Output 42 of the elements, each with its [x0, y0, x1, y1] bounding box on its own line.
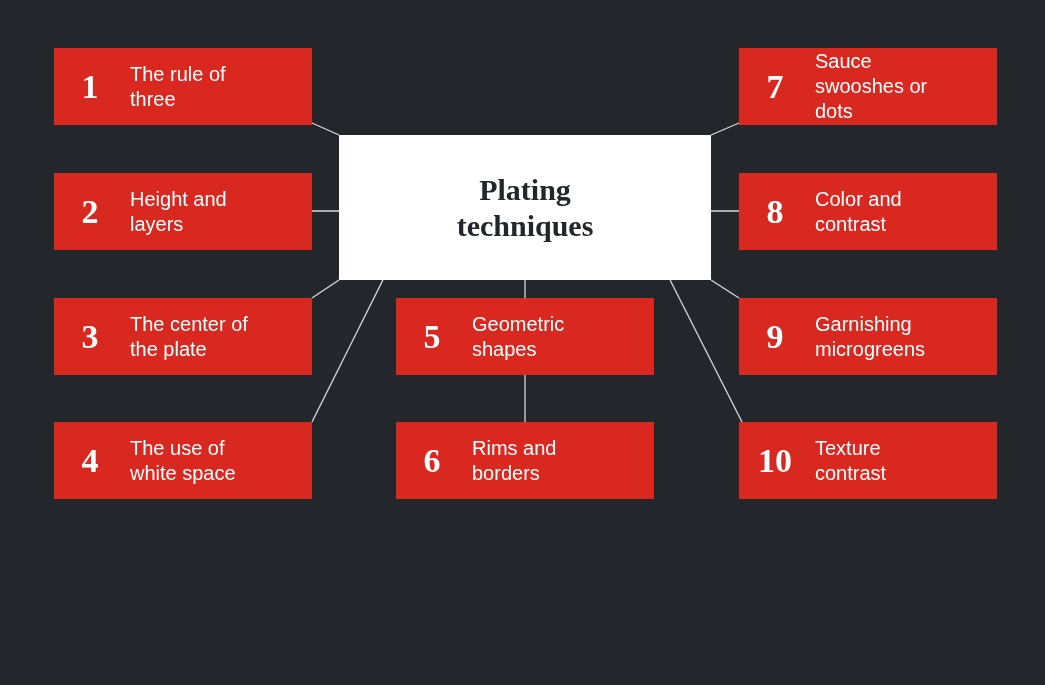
- technique-label: Height and layers: [130, 186, 228, 237]
- step-number: 3: [80, 317, 100, 357]
- connector-line: [311, 210, 340, 212]
- connector-line: [710, 279, 740, 299]
- technique-box: [739, 173, 997, 250]
- technique-label: Garnishing microgreens: [815, 311, 927, 362]
- step-number: 2: [80, 192, 100, 232]
- connector-line: [669, 279, 743, 423]
- step-number: 5: [422, 317, 442, 357]
- technique-label: The rule of three: [130, 61, 227, 112]
- technique-label: Rims and borders: [472, 435, 558, 486]
- technique-box: [54, 422, 312, 499]
- technique-box: [739, 298, 997, 375]
- connector-line: [710, 210, 740, 212]
- technique-box: [54, 48, 312, 125]
- technique-label: Sauce swooshes or dots: [815, 49, 929, 124]
- step-number: 1: [80, 67, 100, 107]
- technique-label: The center of the plate: [130, 311, 249, 362]
- technique-label: The use of white space: [130, 435, 237, 486]
- step-number: 10: [757, 441, 793, 481]
- technique-box: [739, 48, 997, 125]
- technique-box: [396, 422, 654, 499]
- title-text: Plating techniques: [455, 171, 595, 244]
- step-number: 8: [765, 192, 785, 232]
- step-number: 7: [765, 67, 785, 107]
- step-number: 6: [422, 441, 442, 481]
- technique-box: [739, 422, 997, 499]
- connector-line: [710, 122, 740, 136]
- step-number: 4: [80, 441, 100, 481]
- technique-box: [396, 298, 654, 375]
- technique-box: [54, 173, 312, 250]
- technique-box: [54, 298, 312, 375]
- connector-line: [524, 279, 526, 299]
- step-number: 9: [765, 317, 785, 357]
- technique-label: Color and contrast: [815, 186, 903, 237]
- title-box: [339, 135, 711, 280]
- technique-label: Geometric shapes: [472, 311, 566, 362]
- technique-label: Texture contrast: [815, 435, 888, 486]
- connector-line: [311, 279, 384, 423]
- connector-line: [311, 122, 340, 136]
- connector-line: [524, 374, 526, 423]
- connector-line: [311, 279, 340, 299]
